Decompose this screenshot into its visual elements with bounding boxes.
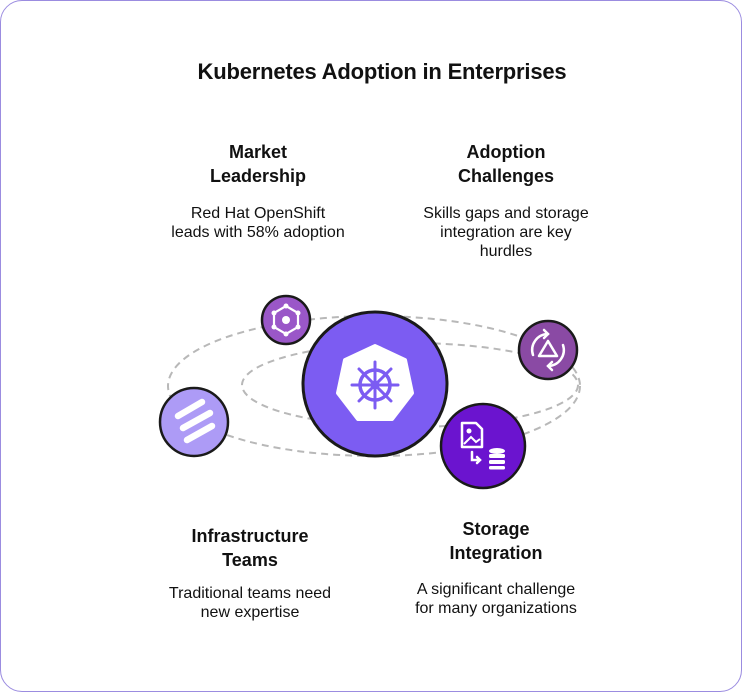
image-to-database-icon [439,402,527,490]
page-title: Kubernetes Adoption in Enterprises [197,59,567,84]
teams-heading: Infrastructure Teams [191,526,309,570]
cycle-triangle-icon [517,319,579,381]
challenges-heading: Adoption Challenges [457,142,555,186]
storage-heading: Storage Integration [449,519,543,563]
kubernetes-helm-icon [301,310,449,458]
challenges-text: Skills gaps and storage integration are … [423,205,589,260]
stacked-bars-icon [158,386,230,458]
teams-text: Traditional teams need new expertise [168,585,332,621]
market-heading: Market Leadership [209,142,307,186]
network-hub-icon [260,294,312,346]
market-text: Red Hat OpenShift leads with 58% adoptio… [171,205,345,241]
storage-text: A significant challenge for many organiz… [415,581,577,617]
